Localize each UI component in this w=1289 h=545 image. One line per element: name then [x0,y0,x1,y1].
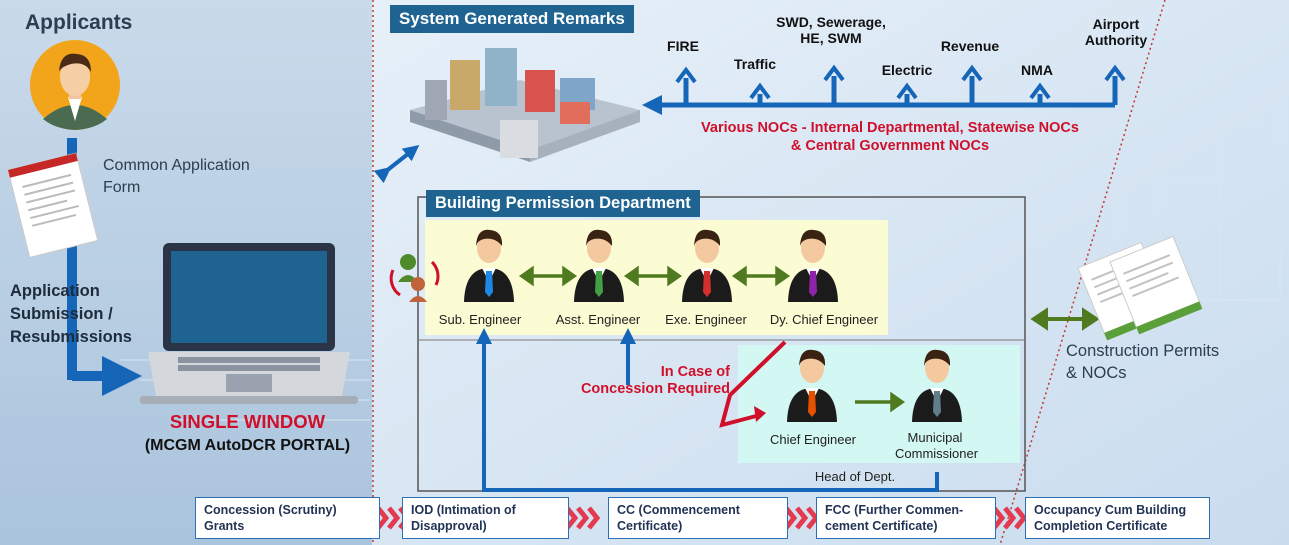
role-municipal-commissioner: Municipal Commissioner [895,430,979,461]
nocs-label-line1: Various NOCs - Internal Departmental, St… [701,120,1079,136]
senior-role-panel [738,345,1020,463]
concession-arrow [719,340,787,428]
single-window-title: SINGLE WINDOW [169,411,326,432]
stage-concession-grants: Concession (Scrutiny) Grants [195,497,380,539]
stage-occupancy: Occupancy Cum Building Completion Certif… [1025,497,1210,539]
system-generated-remarks-heading: System Generated Remarks [390,5,634,33]
applicant-avatar [30,40,120,130]
dept-electric: Electric [881,62,933,78]
city-illustration [410,48,640,162]
common-application-form-label: Common Application Form [103,157,250,196]
nocs-label-line2: & Central Government NOCs [790,138,990,154]
stage-chevron-icon [565,506,601,530]
noc-arrow-up [749,82,771,105]
left-flow-line [67,138,77,380]
role-sub-engineer: Sub. Engineer [438,312,522,327]
role-exe-engineer: Exe. Engineer [665,312,747,327]
bpd-green-arrows [518,265,906,413]
application-form-doc [7,152,99,258]
role-asst-engineer: Asst. Engineer [555,312,641,327]
applicants-heading: Applicants [25,11,133,34]
head-of-dept-return [476,328,939,492]
stage-iod: IOD (Intimation of Disapproval) [402,497,569,539]
person-figure-icon [912,349,962,422]
permits-documents [1077,235,1203,341]
application-submission-label: Application Submission / Resubmissions [10,282,132,346]
person-figure-icon [787,349,837,422]
dept-revenue: Revenue [940,38,1000,54]
dept-traffic: Traffic [733,56,776,72]
noc-arrow-up [1104,64,1126,105]
output-arrow [1030,307,1100,331]
stage-fcc: FCC (Further Commen- cement Certificate) [816,497,996,539]
role-chief-engineer: Chief Engineer [770,432,856,447]
noc-arrow-up [961,64,983,105]
stage-cc: CC (Commencement Certificate) [608,497,788,539]
noc-arrow-up [896,82,918,105]
person-figure-icon [682,229,732,302]
noc-arrow-up [1029,82,1051,105]
concession-label-line2: Concession Required [580,381,730,397]
head-of-dept-label: Head of Dept. [814,469,896,484]
dept-swd: SWD, Sewerage, HE, SWM [776,14,886,46]
portal-subtitle: (MCGM AutoDCR PORTAL) [144,437,351,454]
noc-arrow-up [823,64,845,105]
noc-arrow-up [675,66,697,105]
person-figure-icon [788,229,838,302]
bpd-heading: Building Permission Department [426,190,700,217]
stage-chevron-icon [992,506,1028,530]
person-figure-icon [464,229,514,302]
rotate-users-icon [389,254,440,302]
construction-permits-label: Construction Permits & NOCs [1066,342,1220,382]
laptop-icon [140,243,358,404]
person-figure-icon [574,229,624,302]
concession-label-line1: In Case of [660,364,730,380]
dept-airport-authority: Airport Authority [1084,16,1148,48]
dept-nma: NMA [1021,62,1053,78]
dept-fire: FIRE [667,38,699,54]
role-dy-chief-engineer: Dy. Chief Engineer [769,312,879,327]
city-portal-arrow [373,145,420,184]
